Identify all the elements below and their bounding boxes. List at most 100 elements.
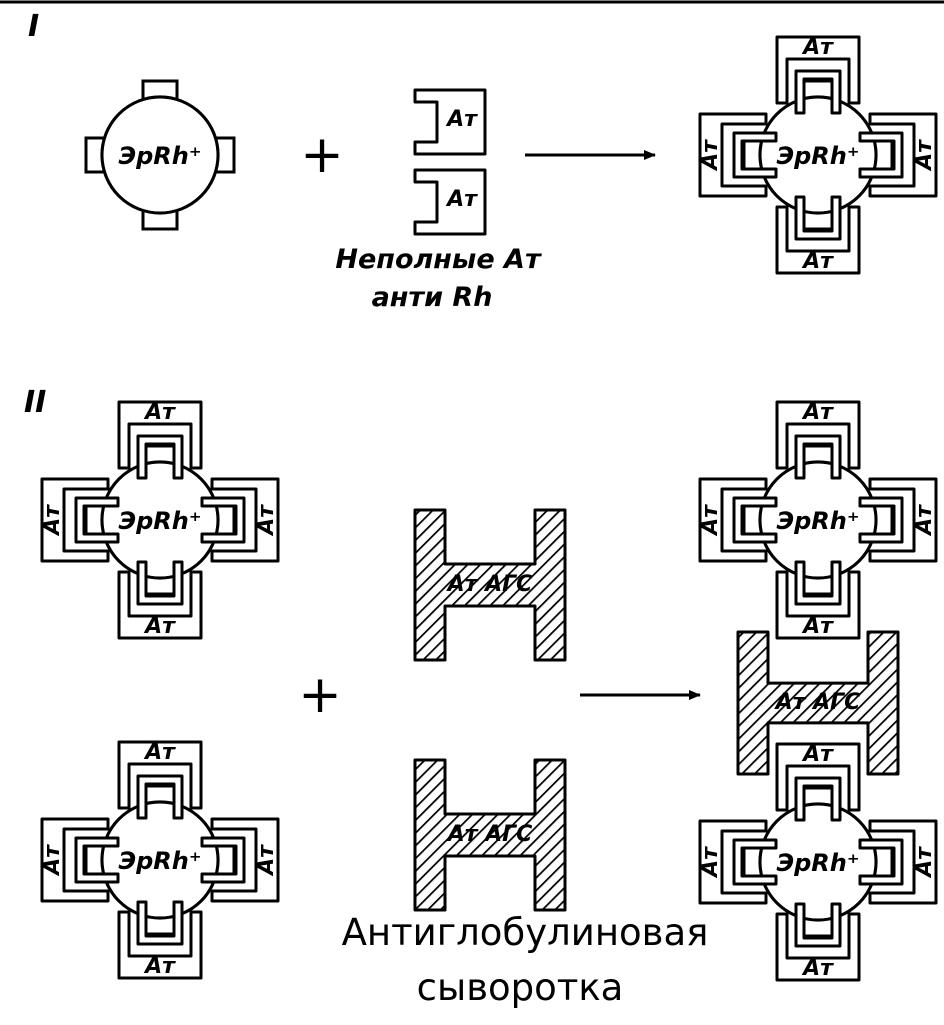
- antibody-cap-shape: [40, 817, 110, 903]
- antibody-jaw-shape: [732, 131, 778, 179]
- antibody-cap-shape: [775, 912, 861, 982]
- antibody-jaw-shape: [136, 434, 184, 480]
- antiglobulin-label: Ат АГС: [446, 822, 533, 847]
- free-antibody-2: Ат: [413, 168, 487, 236]
- antibody-cap-shape: [117, 570, 203, 640]
- cell-label: ЭрRh⁺: [118, 142, 201, 170]
- antiglobulin-shape: [736, 630, 900, 776]
- antibody-label: Ат: [801, 400, 834, 425]
- antibody-cap-II-3-r: [858, 477, 938, 563]
- antibody-caption-line-2: анти Rh: [372, 282, 493, 313]
- antibody-cap-I-2-r: [858, 112, 938, 198]
- antibody-cap-II-1-b: [117, 560, 203, 640]
- antibody-cap-shape: [117, 400, 203, 470]
- antiglobulin-molecule-2: Ат АГС: [413, 758, 567, 912]
- antibody-label: Ат: [912, 139, 937, 172]
- antibody-cap-II-1-t: [117, 400, 203, 480]
- antibody-cap-II-4-l: [698, 819, 778, 905]
- antibody-jaw-shape: [858, 838, 904, 886]
- antibody-label: Ат: [254, 844, 279, 877]
- cell-label: ЭрRh⁺: [118, 507, 201, 535]
- antibody-jaw-shape: [794, 69, 842, 115]
- antibody-cap-shape: [775, 570, 861, 640]
- antibody-jaw-shape: [200, 836, 246, 884]
- plus-sign-2: +: [298, 665, 342, 725]
- cell-label: ЭрRh⁺: [118, 847, 201, 875]
- antibody-cap-shape: [868, 477, 938, 563]
- antiglobulin-shape: [413, 758, 567, 912]
- antibody-cap-II-2-l: [40, 817, 120, 903]
- antibody-cap-I-2-l: [698, 112, 778, 198]
- antiglobulin-molecule-3: Ат АГС: [736, 630, 900, 776]
- antibody-jaw-shape: [858, 131, 904, 179]
- antibody-cap-I-2-t: [775, 35, 861, 115]
- antibody-cap-shape: [868, 819, 938, 905]
- antibody-label: Ат: [801, 742, 834, 767]
- antibody-label: Ат: [801, 956, 834, 981]
- antibody-label: Ат: [143, 614, 176, 639]
- cell-label: ЭрRh⁺: [776, 849, 859, 877]
- antibody-label: Ат: [254, 504, 279, 537]
- free-antibody-label: Ат: [445, 107, 478, 132]
- antibody-cap-shape: [117, 910, 203, 980]
- antibody-label: Ат: [698, 504, 723, 537]
- cell-label: ЭрRh⁺: [776, 142, 859, 170]
- antiglobulin-molecule-1: Ат АГС: [413, 508, 567, 662]
- antibody-jaw-shape: [794, 434, 842, 480]
- antibody-jaw-shape: [794, 902, 842, 948]
- antibody-cap-shape: [775, 205, 861, 275]
- antibody-jaw-shape: [732, 496, 778, 544]
- antibody-label: Ат: [912, 504, 937, 537]
- antibody-cap-II-2-t: [117, 740, 203, 820]
- antibody-jaw-shape: [794, 776, 842, 822]
- serum-caption-line-2: сыворотка: [417, 966, 624, 1009]
- antibody-cap-shape: [775, 35, 861, 105]
- antibody-label: Ат: [698, 139, 723, 172]
- antibody-jaw-shape: [136, 560, 184, 606]
- antibody-label: Ат: [801, 35, 834, 60]
- antibody-jaw-shape: [858, 496, 904, 544]
- antibody-cap-shape: [698, 477, 768, 563]
- antibody-cap-II-1-l: [40, 477, 120, 563]
- free-antibody-shape: [413, 168, 487, 236]
- cell-label: ЭрRh⁺: [776, 507, 859, 535]
- free-antibody-shape: [413, 88, 487, 156]
- serum-caption-line-1: Антиглобулиновая: [342, 911, 709, 954]
- section-numeral-1: I: [28, 9, 39, 44]
- plus-sign-1: +: [300, 125, 344, 185]
- free-antibody-1: Ат: [413, 88, 487, 156]
- antibody-jaw-shape: [794, 560, 842, 606]
- antibody-cap-shape: [698, 819, 768, 905]
- antibody-cap-shape: [40, 477, 110, 563]
- section-numeral-2: II: [24, 385, 46, 420]
- antibody-cap-II-3-l: [698, 477, 778, 563]
- antibody-cap-shape: [210, 477, 280, 563]
- antibody-label: Ат: [143, 740, 176, 765]
- antibody-label: Ат: [40, 504, 65, 537]
- antibody-jaw-shape: [732, 838, 778, 886]
- erythrocyte-I-1: ЭрRh⁺: [84, 79, 236, 231]
- antibody-cap-shape: [698, 112, 768, 198]
- antibody-cap-shape: [775, 400, 861, 470]
- antiglobulin-label: Ат АГС: [446, 572, 533, 597]
- antiglobulin-molecules: Ат АГС Ат АГС Ат АГС: [413, 508, 900, 912]
- antibody-jaw-shape: [136, 900, 184, 946]
- antibody-label: Ат: [40, 844, 65, 877]
- antibody-jaw-shape: [74, 496, 120, 544]
- antibody-cap-II-2-b: [117, 900, 203, 980]
- antibody-label: Ат: [143, 954, 176, 979]
- antibody-cap-shape: [868, 112, 938, 198]
- antibody-cap-shape: [775, 742, 861, 812]
- free-antibody-label: Ат: [445, 187, 478, 212]
- antibody-cap-II-2-r: [200, 817, 280, 903]
- antibody-label: Ат: [698, 846, 723, 879]
- antibody-jaw-shape: [74, 836, 120, 884]
- antibody-cap-II-4-t: [775, 742, 861, 822]
